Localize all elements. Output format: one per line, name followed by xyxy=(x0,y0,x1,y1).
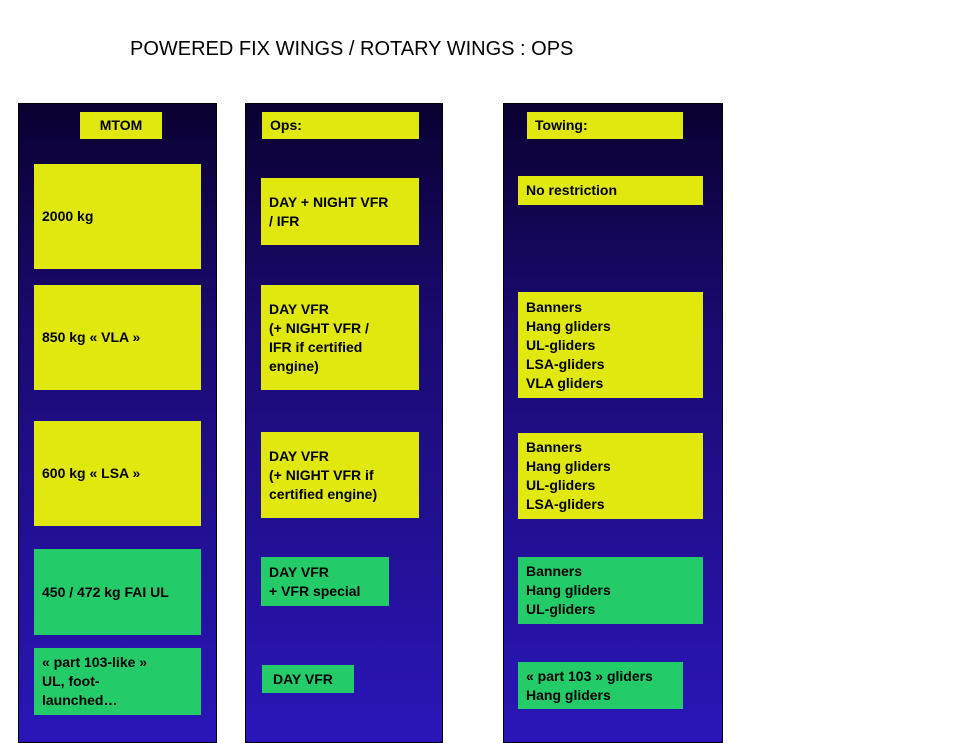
page-title: POWERED FIX WINGS / ROTARY WINGS : OPS xyxy=(130,38,574,60)
towing-banners-ul-gliders: Banners Hang gliders UL-gliders xyxy=(518,557,703,624)
ops-day-vfr-special: DAY VFR + VFR special xyxy=(261,557,389,606)
mtom-450kg-fai-ul: 450 / 472 kg FAI UL xyxy=(34,549,201,635)
towing-banners-vla-gliders: Banners Hang gliders UL-gliders LSA-glid… xyxy=(518,292,703,398)
towing-banners-lsa-gliders: Banners Hang gliders UL-gliders LSA-glid… xyxy=(518,433,703,519)
ops-day-vfr: DAY VFR xyxy=(262,665,354,693)
mtom-header: MTOM xyxy=(80,112,162,139)
mtom-part-103-like: « part 103-like » UL, foot- launched… xyxy=(34,648,201,715)
ops-day-vfr-night-if-certified: DAY VFR (+ NIGHT VFR if certified engine… xyxy=(261,432,419,518)
mtom-2000kg: 2000 kg xyxy=(34,164,201,269)
ops-day-vfr-certified-engine: DAY VFR (+ NIGHT VFR / IFR if certified … xyxy=(261,285,419,390)
mtom-850kg-vla: 850 kg « VLA » xyxy=(34,285,201,390)
mtom-600kg-lsa: 600 kg « LSA » xyxy=(34,421,201,526)
ops-header: Ops: xyxy=(262,112,419,139)
towing-no-restriction: No restriction xyxy=(518,176,703,205)
ops-day-night-vfr-ifr: DAY + NIGHT VFR / IFR xyxy=(261,178,419,245)
towing-header: Towing: xyxy=(527,112,683,139)
towing-part-103-gliders: « part 103 » gliders Hang gliders xyxy=(518,662,683,709)
